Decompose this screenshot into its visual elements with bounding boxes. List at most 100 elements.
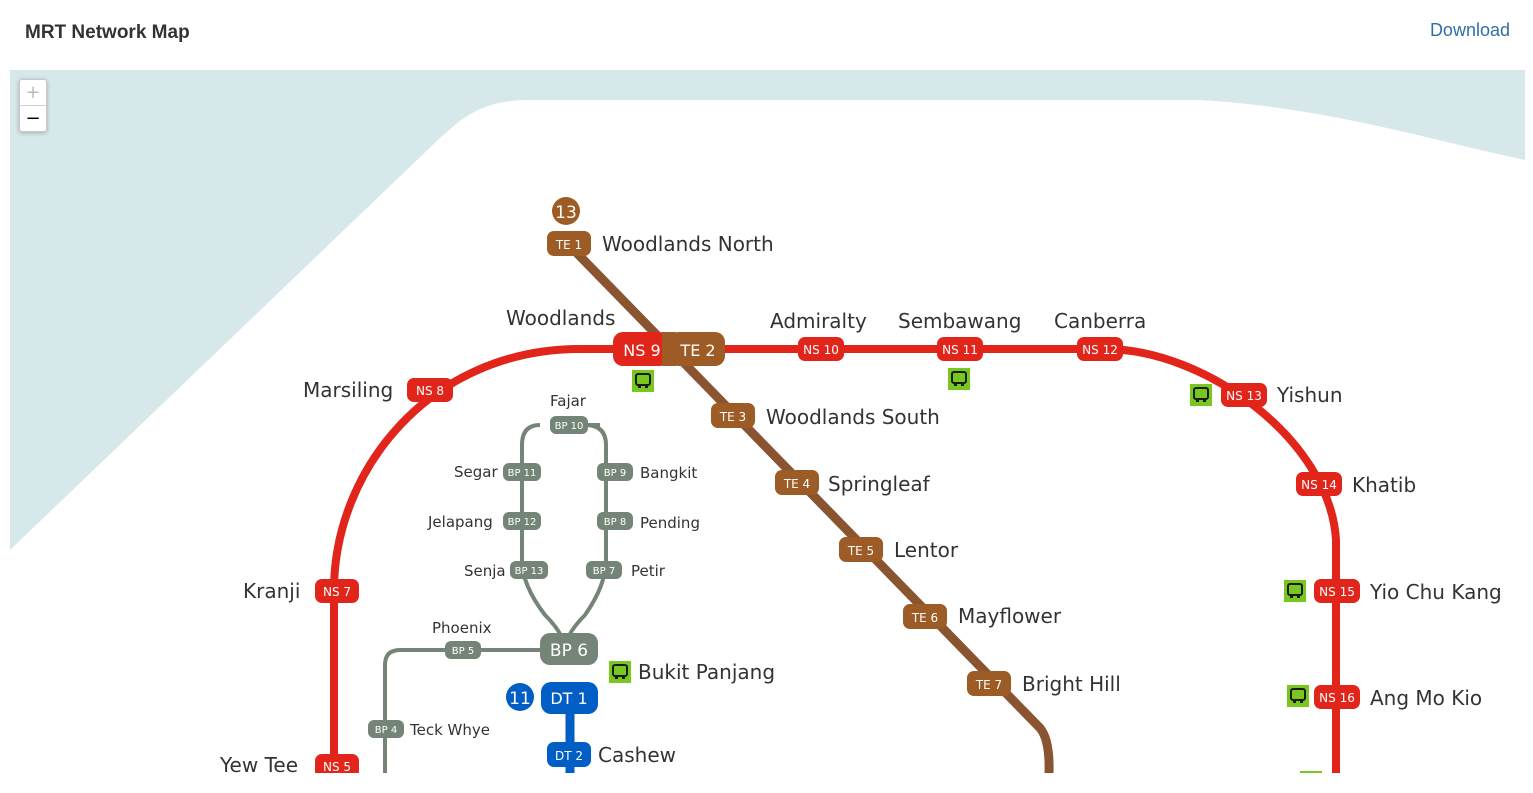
svg-text:NS 10: NS 10 (803, 343, 839, 357)
page-title: MRT Network Map (25, 22, 190, 43)
station-pending[interactable]: BP 8 Pending (597, 512, 700, 532)
map-viewport[interactable]: 13 11 TE 1 Woodlands North NS 9 TE 2 Woo… (10, 70, 1525, 773)
svg-text:Woodlands North: Woodlands North (602, 232, 774, 256)
svg-text:BP 9: BP 9 (604, 468, 626, 479)
svg-text:DT 2: DT 2 (555, 749, 583, 763)
bus-interchange-icon (1300, 771, 1322, 773)
svg-text:TE 1: TE 1 (555, 238, 582, 252)
bus-interchange-icon (632, 370, 654, 392)
bus-interchange-icon (1287, 685, 1309, 707)
svg-text:NS 14: NS 14 (1301, 478, 1337, 492)
download-link[interactable]: Download (1429, 20, 1510, 40)
svg-text:NS 16: NS 16 (1319, 691, 1355, 705)
station-fajar[interactable]: BP 10 Fajar (550, 392, 588, 434)
svg-text:Fajar: Fajar (550, 392, 587, 410)
svg-text:Marsiling: Marsiling (303, 378, 393, 402)
svg-text:Admiralty: Admiralty (770, 309, 867, 333)
zoom-in-button[interactable]: + (25, 82, 41, 103)
station-admiralty[interactable]: NS 10 Admiralty (770, 309, 867, 361)
svg-text:Woodlands South: Woodlands South (766, 405, 940, 429)
svg-text:11: 11 (509, 689, 531, 709)
station-springleaf[interactable]: TE 4 Springleaf (775, 470, 931, 496)
svg-text:Bangkit: Bangkit (640, 464, 697, 482)
station-khatib[interactable]: NS 14 Khatib (1296, 472, 1416, 497)
svg-text:BP 5: BP 5 (452, 646, 474, 657)
svg-text:BP 10: BP 10 (555, 421, 584, 432)
station-senja[interactable]: BP 13 Senja (464, 561, 548, 580)
svg-text:Mayflower: Mayflower (958, 604, 1062, 628)
svg-text:Teck Whye: Teck Whye (409, 721, 490, 739)
te-line-segment (565, 241, 1054, 773)
station-petir[interactable]: BP 7 Petir (586, 561, 666, 580)
svg-text:BP 12: BP 12 (508, 517, 537, 528)
svg-text:Pending: Pending (640, 514, 700, 532)
station-jelapang[interactable]: BP 12 Jelapang (427, 512, 541, 531)
station-canberra[interactable]: NS 12 Canberra (1054, 309, 1146, 361)
zoom-control: + − (19, 79, 47, 132)
svg-text:Ang Mo Kio: Ang Mo Kio (1370, 686, 1482, 710)
svg-text:Bright Hill: Bright Hill (1022, 672, 1121, 696)
mrt-map: 13 11 TE 1 Woodlands North NS 9 TE 2 Woo… (10, 70, 1525, 773)
svg-text:Jelapang: Jelapang (427, 513, 493, 531)
svg-text:Lentor: Lentor (894, 538, 959, 562)
bus-interchange-icon (609, 661, 631, 683)
svg-text:NS 7: NS 7 (323, 585, 351, 599)
te-line-number: 13 (552, 197, 580, 225)
bus-interchange-icon (1284, 580, 1306, 602)
svg-text:Segar: Segar (454, 463, 498, 481)
station-woodlands-south[interactable]: TE 3 Woodlands South (711, 403, 940, 429)
svg-text:NS 8: NS 8 (416, 384, 444, 398)
svg-text:Cashew: Cashew (598, 743, 676, 767)
station-yew-tee[interactable]: NS 5 Yew Tee (219, 753, 359, 773)
bus-interchange-icon (1190, 384, 1212, 406)
svg-text:TE 2: TE 2 (679, 341, 715, 360)
svg-text:Kranji: Kranji (243, 579, 300, 603)
bus-interchange-icon (948, 368, 970, 390)
svg-text:TE 3: TE 3 (719, 410, 746, 424)
station-lentor[interactable]: TE 5 Lentor (839, 537, 959, 562)
svg-text:BP 13: BP 13 (515, 566, 544, 577)
station-sembawang[interactable]: NS 11 Sembawang (898, 309, 1021, 361)
station-bright-hill[interactable]: TE 7 Bright Hill (967, 671, 1121, 696)
station-mayflower[interactable]: TE 6 Mayflower (903, 604, 1062, 629)
station-phoenix[interactable]: BP 5 Phoenix (432, 619, 492, 659)
station-ang-mo-kio[interactable]: NS 16 Ang Mo Kio (1314, 685, 1482, 710)
svg-text:BP 4: BP 4 (375, 725, 397, 736)
svg-text:TE 7: TE 7 (975, 678, 1002, 692)
svg-text:Khatib: Khatib (1352, 473, 1416, 497)
svg-text:NS 13: NS 13 (1226, 389, 1262, 403)
station-segar[interactable]: BP 11 Segar (454, 463, 541, 481)
svg-text:TE 5: TE 5 (847, 544, 874, 558)
svg-text:Phoenix: Phoenix (432, 619, 492, 637)
zoom-out-button[interactable]: − (20, 105, 46, 131)
station-marsiling[interactable]: NS 8 Marsiling (303, 378, 453, 402)
svg-text:TE 4: TE 4 (783, 477, 810, 491)
page-header: MRT Network Map Download (0, 0, 1533, 68)
station-kranji[interactable]: NS 7 Kranji (243, 579, 359, 603)
svg-text:Sembawang: Sembawang (898, 309, 1021, 333)
svg-text:Senja: Senja (464, 562, 506, 580)
svg-text:Bukit Panjang: Bukit Panjang (638, 660, 775, 684)
svg-text:TE 6: TE 6 (911, 611, 938, 625)
station-bangkit[interactable]: BP 9 Bangkit (597, 463, 697, 482)
station-woodlands[interactable]: NS 9 TE 2 Woodlands (506, 306, 725, 366)
svg-text:NS 12: NS 12 (1082, 343, 1118, 357)
svg-text:NS 15: NS 15 (1319, 585, 1355, 599)
svg-text:NS 11: NS 11 (942, 343, 978, 357)
svg-text:NS 5: NS 5 (323, 760, 351, 773)
station-woodlands-north[interactable]: TE 1 Woodlands North (547, 231, 774, 256)
svg-text:BP 6: BP 6 (550, 641, 588, 661)
svg-text:DT 1: DT 1 (550, 689, 587, 708)
station-teck-whye[interactable]: BP 4 Teck Whye (368, 720, 490, 739)
water-area (10, 70, 1525, 550)
station-cashew[interactable]: DT 2 Cashew (547, 742, 676, 767)
svg-text:Springleaf: Springleaf (828, 472, 931, 496)
dt-line-number: 11 (506, 683, 534, 711)
svg-text:NS 9: NS 9 (623, 341, 660, 360)
svg-text:BP 11: BP 11 (508, 468, 537, 479)
station-yio-chu-kang[interactable]: NS 15 Yio Chu Kang (1314, 579, 1502, 604)
station-bukit-panjang[interactable]: BP 6 DT 1 Bukit Panjang (540, 633, 775, 714)
station-yishun[interactable]: NS 13 Yishun (1221, 383, 1343, 407)
svg-text:Yio Chu Kang: Yio Chu Kang (1369, 580, 1502, 604)
svg-text:BP 7: BP 7 (593, 566, 615, 577)
